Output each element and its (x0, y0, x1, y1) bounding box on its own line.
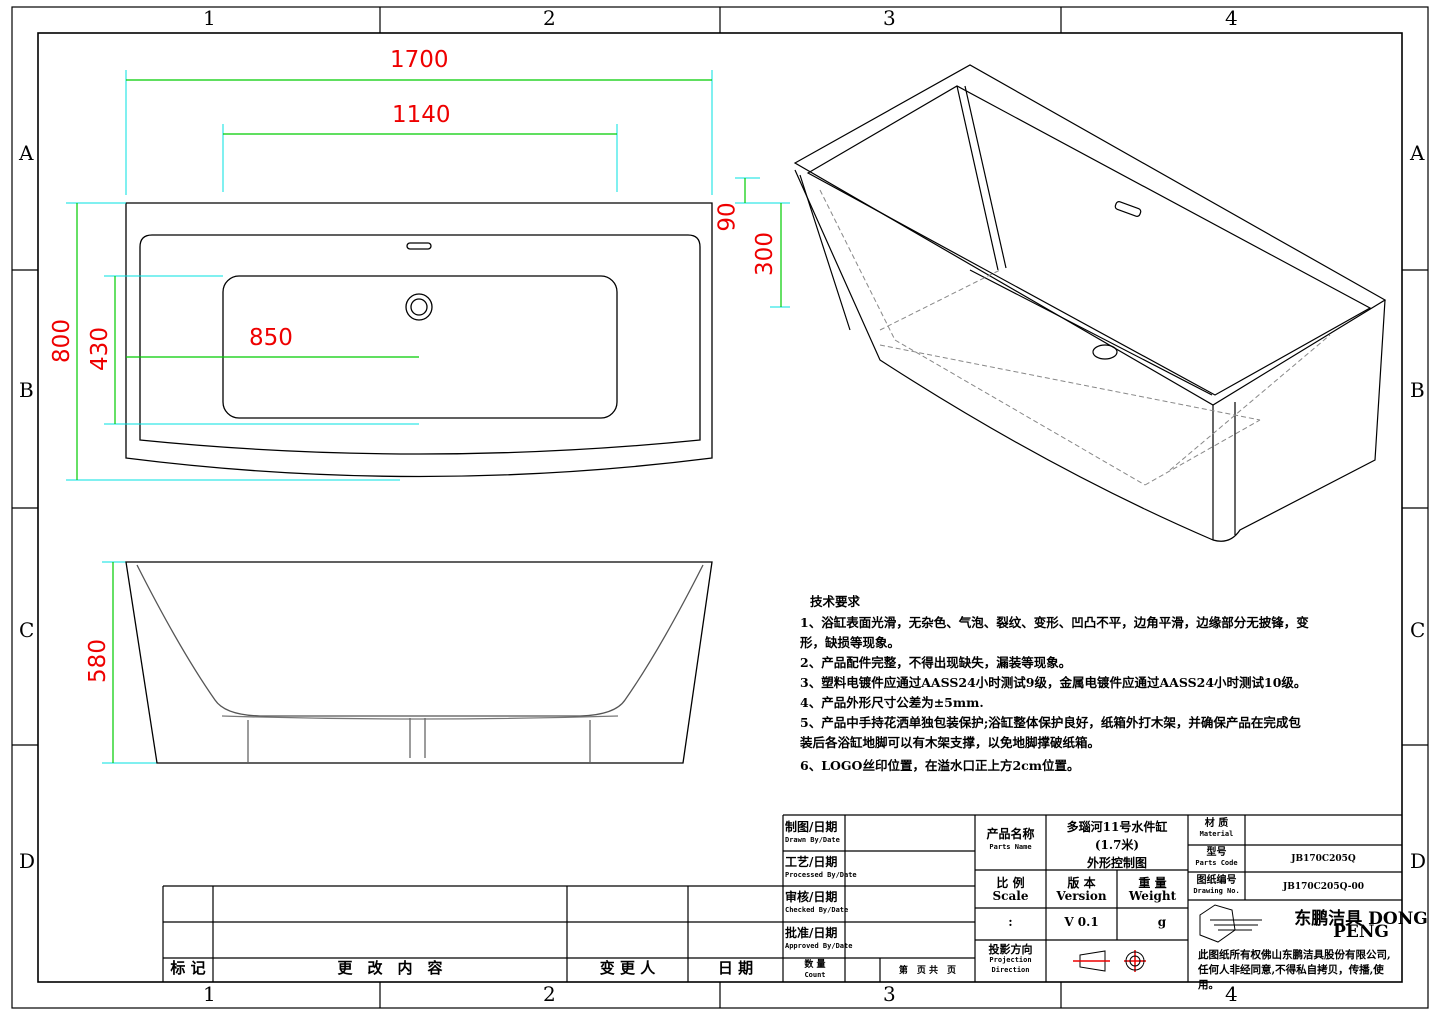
row-label-c-right: C (1410, 618, 1426, 642)
scale-value: : (1008, 915, 1013, 929)
page-label: 第 页 共 页 (898, 966, 957, 976)
dim-300: 300 (751, 232, 778, 276)
col-label-4: 4 (1225, 6, 1238, 30)
dim-430: 430 (86, 327, 113, 371)
side-view (125, 561, 713, 764)
parts-name-value: 多瑙河11号水件缸(1.7米)外形控制图 (1066, 820, 1168, 870)
row-label-a: A (19, 141, 34, 165)
rev-mark-header: 标 记 (170, 959, 206, 977)
projection-symbol (1073, 950, 1146, 972)
requirement-line: 2、产品配件完整，不得出现缺失，漏装等现象。 (800, 655, 1072, 670)
requirement-line: 形，缺损等现象。 (800, 635, 901, 650)
drawing-no-value: JB170C205Q-00 (1282, 882, 1365, 892)
title-block-lines (162, 814, 1402, 982)
weight-value: g (1157, 915, 1167, 929)
col-label-3: 3 (883, 6, 896, 30)
version-value: V 0.1 (1064, 915, 1099, 929)
extension-lines (66, 70, 790, 764)
row-label-b: B (19, 378, 34, 402)
company-logo-text: 东鹏洁具 DONG PENG (1294, 909, 1428, 942)
row-label-b-right: B (1410, 378, 1425, 402)
col-label-2: 2 (543, 6, 556, 30)
dim-800: 800 (48, 319, 75, 363)
isometric-view (793, 64, 1387, 542)
requirement-line: 5、产品中手持花洒单独包装保护;浴缸整体保护良好，纸箱外打木架，并确保产品在完成… (800, 715, 1301, 730)
row-label-d-right: D (1410, 849, 1427, 873)
company-logo (1199, 904, 1262, 943)
requirements-title: 技术要求 (810, 594, 861, 609)
row-label-c: C (19, 618, 35, 642)
dim-850: 850 (249, 325, 293, 351)
requirement-line: 3、塑料电镀件应通过AASS24小时测试9级，金属电镀件应通过AASS24小时测… (800, 675, 1307, 690)
row-label-a-right: A (1410, 141, 1425, 165)
dim-1700: 1700 (390, 47, 449, 73)
col-label-1: 1 (203, 6, 216, 30)
row-label-d: D (19, 849, 36, 873)
requirement-line: 4、产品外形尺寸公差为±5mm. (800, 695, 984, 710)
dim-580: 580 (84, 639, 111, 683)
parts-code-value: JB170C205Q (1291, 854, 1356, 864)
dim-1140: 1140 (392, 102, 451, 128)
requirement-line: 1、浴缸表面光滑，无杂色、气泡、裂纹、变形、凹凸不平，边角平滑，边缘部分无披锋，… (800, 615, 1309, 630)
copyright-notice: 此图纸所有权佛山东鹏洁具股份有限公司,任何人非经同意,不得私自拷贝，传播,使用。 (1198, 949, 1391, 991)
dim-90: 90 (714, 202, 741, 232)
rev-changed-by-header: 变 更 人 (599, 959, 656, 977)
col-label-1-bottom: 1 (203, 982, 216, 1006)
hidden-lines (819, 189, 1331, 486)
requirement-line: 装后各浴缸地脚可以有木架支撑，以免地脚撑破纸箱。 (800, 735, 1101, 750)
rev-content-header: 更 改 内 容 (337, 959, 443, 977)
top-view (125, 202, 713, 478)
col-label-2-bottom: 2 (543, 982, 556, 1006)
requirement-line: 6、LOGO丝印位置，在溢水口正上方2cm位置。 (800, 758, 1080, 773)
rev-date-header: 日 期 (717, 959, 754, 977)
col-label-3-bottom: 3 (883, 982, 896, 1006)
col-label-4-bottom: 4 (1225, 982, 1238, 1006)
dimension-lines (76, 79, 782, 763)
